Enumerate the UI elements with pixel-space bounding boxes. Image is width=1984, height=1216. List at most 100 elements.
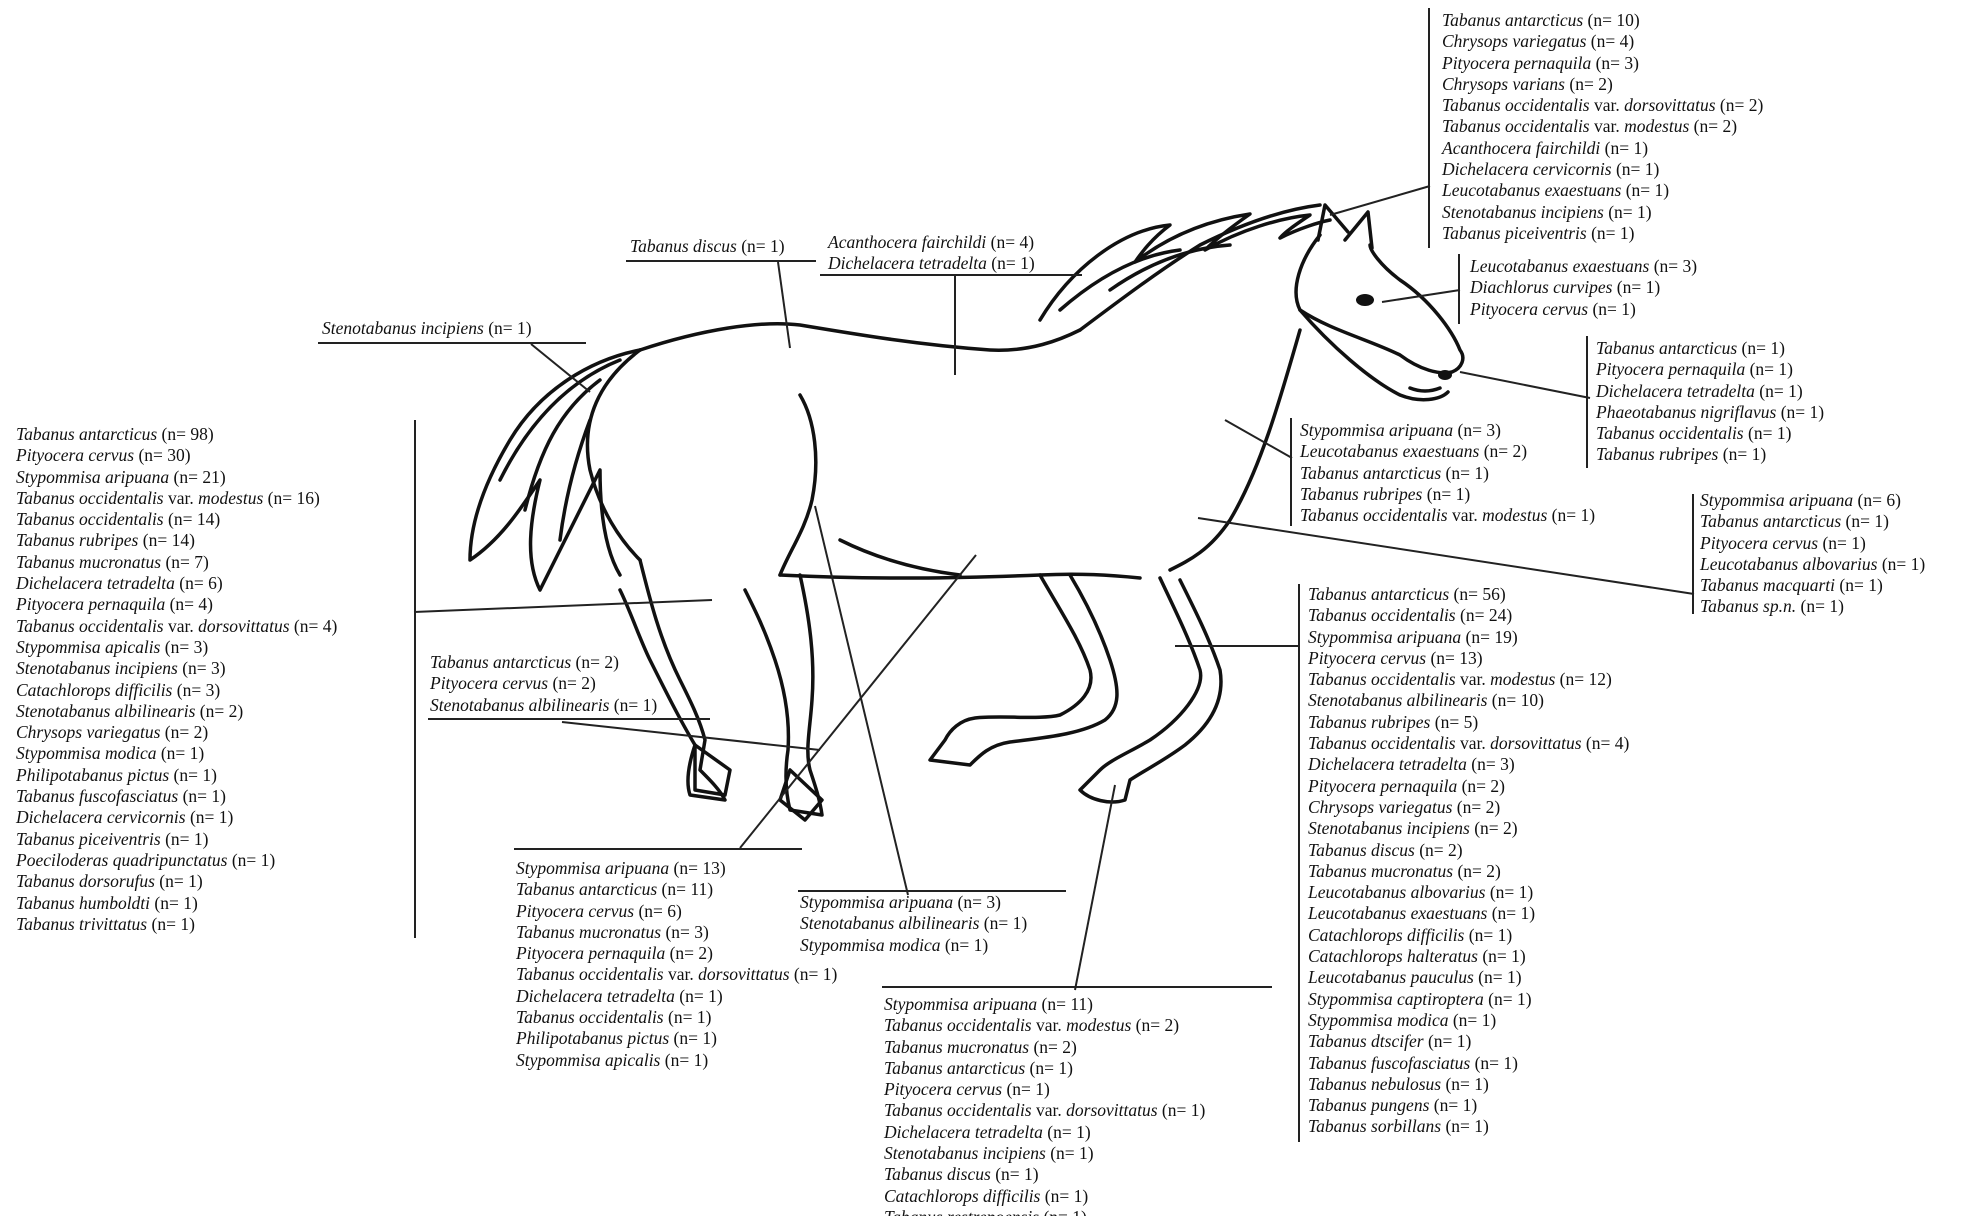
- species-name: Stypommisa modica: [1308, 1010, 1448, 1030]
- species-name: Tabanus fuscofasciatus: [1308, 1053, 1470, 1073]
- variety-tag: var.: [168, 488, 194, 508]
- sample-count: (n= 1): [1552, 505, 1595, 525]
- species-entry: Chrysops variegatus (n= 2): [1308, 797, 1629, 818]
- species-name: Stypommisa aripuana: [884, 994, 1037, 1014]
- species-name: Dichelacera cervicornis: [1442, 159, 1612, 179]
- variety-tag: var.: [168, 616, 194, 636]
- species-name: Tabanus antarcticus: [16, 424, 157, 444]
- species-name: Pityocera pernaquila: [1308, 776, 1457, 796]
- species-entry: Tabanus antarcticus (n= 2): [430, 652, 657, 673]
- sample-count: (n= 1): [1617, 277, 1660, 297]
- species-name: Pityocera pernaquila: [1596, 359, 1745, 379]
- species-entry: Dichelacera cervicornis (n= 1): [16, 807, 337, 828]
- sample-count: (n= 2): [1033, 1037, 1076, 1057]
- species-entry: Stypommisa aripuana (n= 3): [1300, 420, 1595, 441]
- sample-count: (n= 1): [1478, 967, 1521, 987]
- variety-name: modestus: [1066, 1015, 1131, 1035]
- species-name: Tabanus restrepoensis: [884, 1207, 1039, 1216]
- label-group-belly: Stypommisa aripuana (n= 13) Tabanus anta…: [516, 858, 837, 1071]
- species-entry: Tabanus fuscofasciatus (n= 1): [1308, 1053, 1629, 1074]
- leader-hind-leg-mid: [815, 506, 908, 895]
- species-name: Tabanus occidentalis: [1442, 116, 1590, 136]
- species-entry: Tabanus restrepoensis (n= 1): [884, 1207, 1205, 1216]
- sample-count: (n= 1): [159, 871, 202, 891]
- species-name: Leucotabanus albovarius: [1308, 882, 1485, 902]
- species-name: Tabanus antarcticus: [1442, 10, 1583, 30]
- sample-count: (n= 2): [576, 652, 619, 672]
- species-name: Philipotabanus pictus: [16, 765, 169, 785]
- species-name: Tabanus occidentalis: [1300, 505, 1448, 525]
- sample-count: (n= 19): [1466, 627, 1518, 647]
- species-name: Tabanus occidentalis: [1308, 733, 1456, 753]
- horse-thigh: [780, 395, 816, 575]
- species-entry: Dichelacera cervicornis (n= 1): [1442, 159, 1763, 180]
- sample-count: (n= 2): [165, 722, 208, 742]
- species-name: Tabanus occidentalis: [884, 1015, 1032, 1035]
- sample-count: (n= 11): [662, 879, 714, 899]
- variety-name: dorsovittatus: [1066, 1100, 1157, 1120]
- species-entry: Tabanus occidentalis var. dorsovittatus …: [1442, 95, 1763, 116]
- bracket-hindquarters: [414, 420, 416, 938]
- variety-name: modestus: [198, 488, 263, 508]
- species-entry: Stenotabanus albilinearis (n= 10): [1308, 690, 1629, 711]
- species-entry: Stenotabanus albilinearis (n= 1): [430, 695, 657, 716]
- species-name: Stenotabanus incipiens: [884, 1143, 1046, 1163]
- species-entry: Diachlorus curvipes (n= 1): [1470, 277, 1697, 298]
- variety-name: dorsovittatus: [698, 964, 789, 984]
- sample-count: (n= 1): [1822, 533, 1865, 553]
- sample-count: (n= 14): [168, 509, 220, 529]
- label-group-back: Acanthocera fairchildi (n= 4) Dichelacer…: [828, 232, 1035, 275]
- sample-count: (n= 1): [741, 236, 784, 256]
- sample-count: (n= 2): [552, 673, 595, 693]
- species-name: Tabanus dtscifer: [1308, 1031, 1424, 1051]
- species-entry: Tabanus antarcticus (n= 1): [1700, 511, 1925, 532]
- species-entry: Tabanus antarcticus (n= 1): [1300, 463, 1595, 484]
- sample-count: (n= 1): [1043, 1207, 1086, 1216]
- species-name: Leucotabanus exaestuans: [1470, 256, 1649, 276]
- rule-tail: [318, 342, 586, 344]
- sample-count: (n= 1): [1488, 989, 1531, 1009]
- sample-count: (n= 1): [1445, 1074, 1488, 1094]
- species-name: Tabanus antarcticus: [1300, 463, 1441, 483]
- sample-count: (n= 10): [1492, 690, 1544, 710]
- species-entry: Pityocera pernaquila (n= 3): [1442, 53, 1763, 74]
- species-name: Tabanus occidentalis: [1442, 95, 1590, 115]
- rule-belly: [514, 848, 802, 850]
- leader-eye: [1382, 290, 1460, 302]
- sample-count: (n= 1): [1427, 484, 1470, 504]
- species-entry: Tabanus occidentalis var. dorsovittatus …: [884, 1100, 1205, 1121]
- species-name: Chrysops variegatus: [1442, 31, 1586, 51]
- sample-count: (n= 2): [1462, 776, 1505, 796]
- species-entry: Stenotabanus incipiens (n= 1): [322, 318, 532, 339]
- species-entry: Tabanus occidentalis (n= 1): [1596, 423, 1824, 444]
- sample-count: (n= 2): [1569, 74, 1612, 94]
- species-entry: Tabanus occidentalis var. dorsovittatus …: [516, 964, 837, 985]
- species-entry: Catachlorops halteratus (n= 1): [1308, 946, 1629, 967]
- species-entry: Stenotabanus incipiens (n= 3): [16, 658, 337, 679]
- species-name: Tabanus antarcticus: [516, 879, 657, 899]
- label-group-foreleg: Tabanus antarcticus (n= 56) Tabanus occi…: [1308, 584, 1629, 1138]
- species-name: Pityocera cervus: [516, 901, 634, 921]
- species-name: Stypommisa modica: [16, 743, 156, 763]
- sample-count: (n= 1): [1882, 554, 1925, 574]
- species-entry: Tabanus rubripes (n= 1): [1596, 444, 1824, 465]
- species-name: Leucotabanus albovarius: [1700, 554, 1877, 574]
- variety-name: modestus: [1482, 505, 1547, 525]
- species-entry: Chrysops variegatus (n= 4): [1442, 31, 1763, 52]
- species-entry: Tabanus sorbillans (n= 1): [1308, 1116, 1629, 1137]
- species-entry: Pityocera pernaquila (n= 4): [16, 594, 337, 615]
- species-name: Catachlorops difficilis: [1308, 925, 1464, 945]
- species-entry: Pityocera pernaquila (n= 2): [1308, 776, 1629, 797]
- sample-count: (n= 1): [1492, 903, 1535, 923]
- sample-count: (n= 3): [182, 658, 225, 678]
- species-name: Tabanus sp.n.: [1700, 596, 1796, 616]
- sample-count: (n= 7): [165, 552, 208, 572]
- species-entry: Dichelacera tetradelta (n= 6): [16, 573, 337, 594]
- species-name: Dichelacera tetradelta: [1596, 381, 1755, 401]
- species-name: Pityocera cervus: [16, 445, 134, 465]
- sample-count: (n= 12): [1560, 669, 1612, 689]
- rule-front-hoof: [882, 986, 1272, 988]
- species-name: Leucotabanus exaestuans: [1300, 441, 1479, 461]
- species-entry: Philipotabanus pictus (n= 1): [516, 1028, 837, 1049]
